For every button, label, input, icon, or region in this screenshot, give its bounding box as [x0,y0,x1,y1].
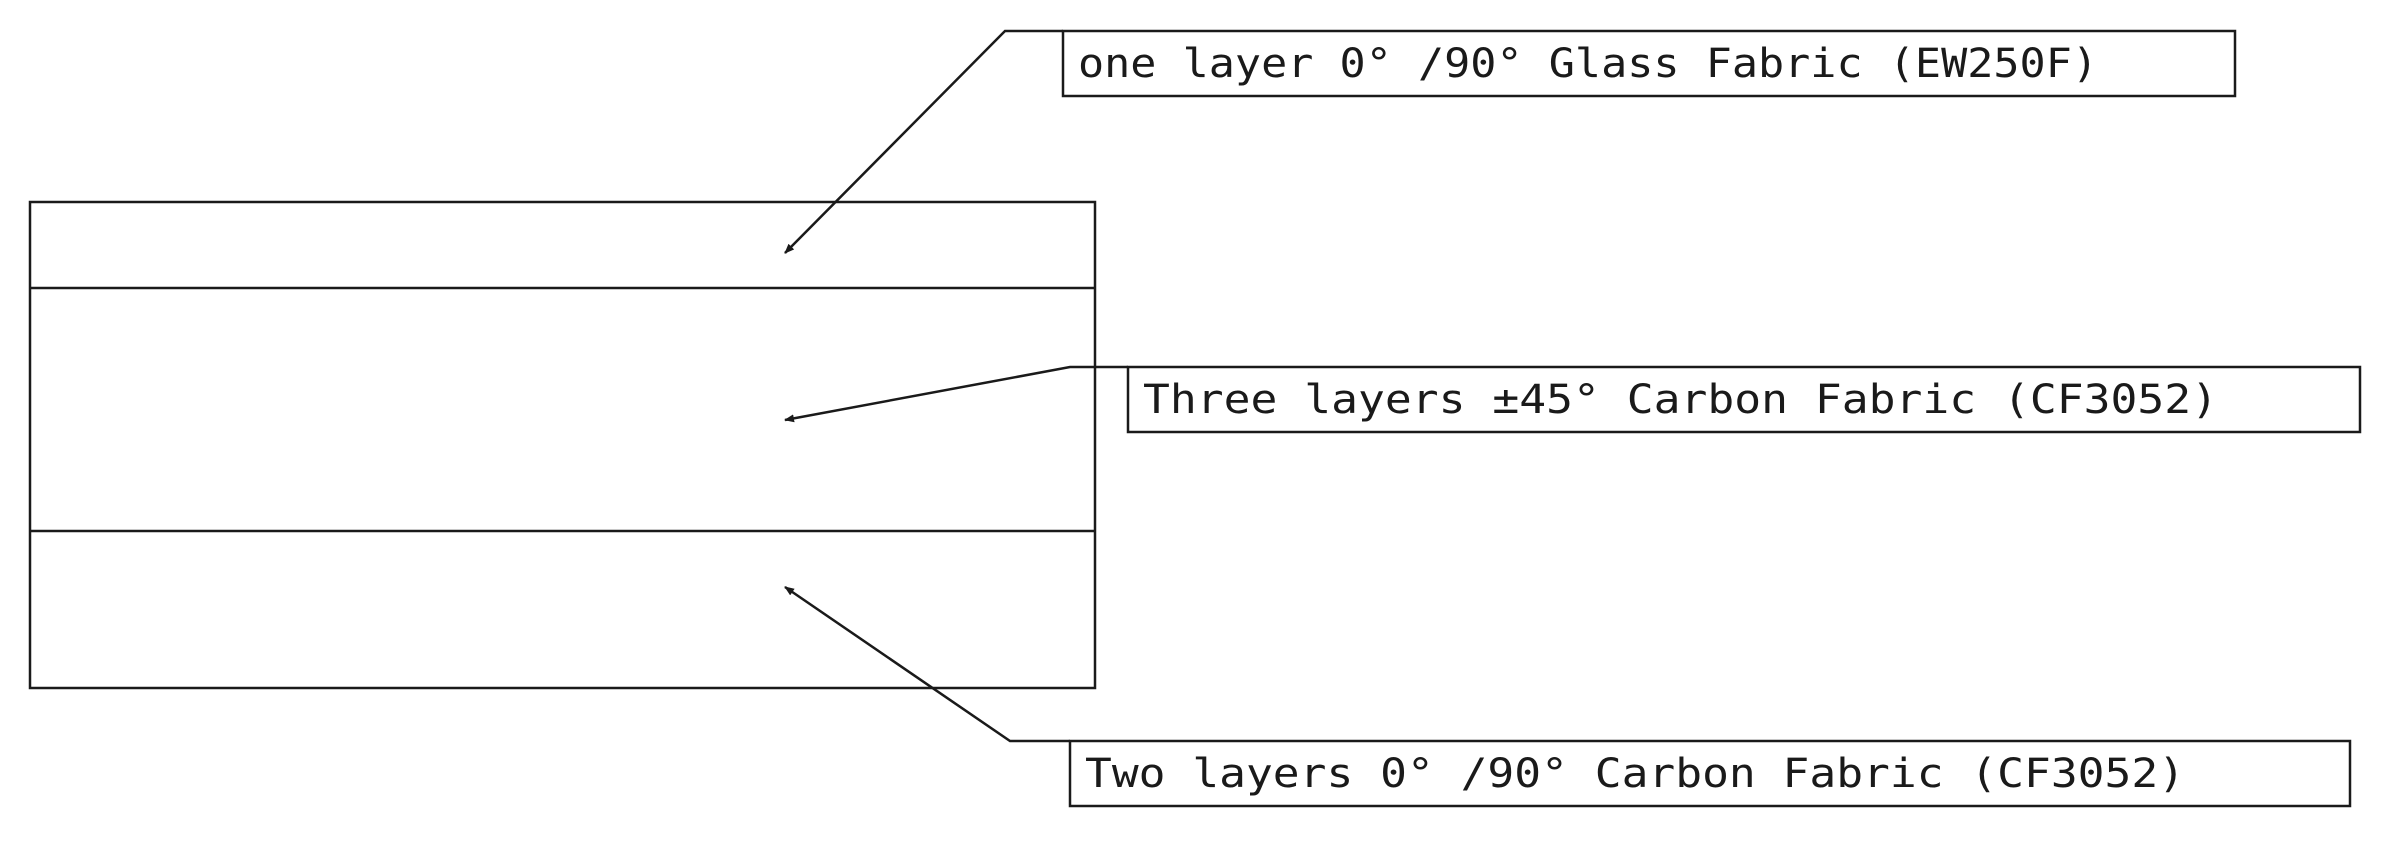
label-box-bottom-layer: Two layers 0° /90° Carbon Fabric (CF3052… [1068,739,2352,808]
label-text-top-layer: one layer 0° /90° Glass Fabric (EW250F) [1078,41,2098,87]
label-frame [1126,365,2362,434]
label-box-top-layer: one layer 0° /90° Glass Fabric (EW250F) [1061,29,2237,98]
label-box-middle-layer: Three layers ±45° Carbon Fabric (CF3052) [1126,365,2362,434]
leader-line-bottom-layer [784,585,1070,743]
leader-line-top-layer [784,29,1063,254]
laminate-outline [28,200,1097,690]
label-frame [1061,29,2237,98]
leader-line-middle-layer [784,365,1128,423]
label-text-bottom-layer: Two layers 0° /90° Carbon Fabric (CF3052… [1085,751,2185,797]
label-text-middle-layer: Three layers ±45° Carbon Fabric (CF3052) [1143,377,2218,423]
label-frame [1068,739,2352,808]
laminate-cross-section [28,200,1097,690]
